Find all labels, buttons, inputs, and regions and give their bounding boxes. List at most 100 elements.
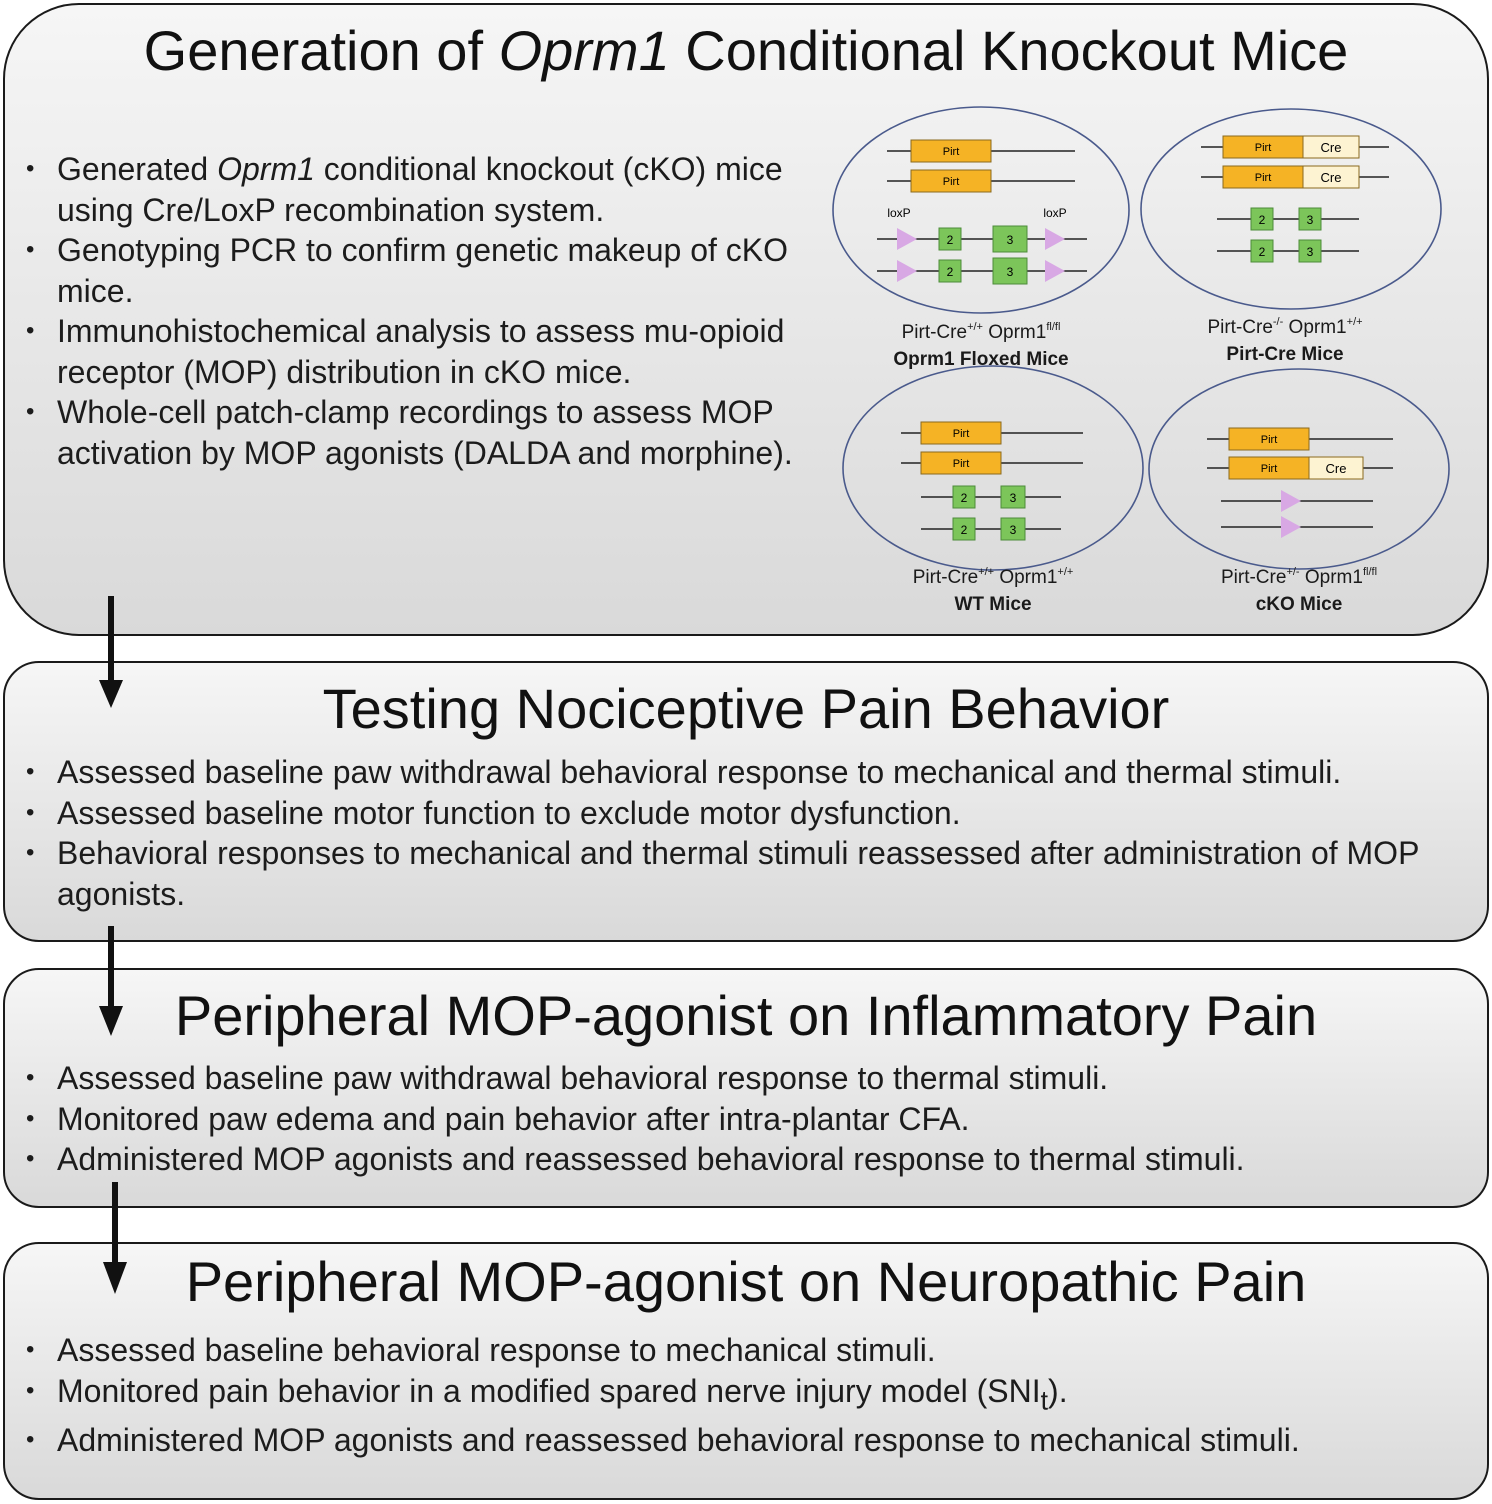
bullet-list: Generated Oprm1 conditional knockout (cK…: [10, 149, 810, 473]
bullet-item: Whole-cell patch-clamp recordings to ass…: [10, 392, 810, 473]
loxp-triangle: [1045, 260, 1065, 282]
loxp-triangle: [897, 228, 917, 250]
exon-label: 2: [947, 265, 954, 279]
exon-box: [1000, 485, 1026, 509]
exon-label: 3: [1007, 265, 1014, 279]
loxp-triangle: [1281, 516, 1301, 538]
cre-gene-label: Cre: [1326, 461, 1347, 476]
mouse-floxed: Pirt Pirt loxP loxP 2 3 2 3 Pirt-Cre+/+ …: [832, 106, 1130, 370]
exon-box: [952, 485, 976, 509]
bullet-item: Immunohistochemical analysis to assess m…: [10, 311, 810, 392]
panel-inflammatory-pain: Peripheral MOP-agonist on Inflammatory P…: [3, 968, 1489, 1208]
exon-label: 3: [1007, 233, 1014, 247]
genotype-label: Pirt-Cre+/+ Oprm1fl/fl: [902, 321, 1061, 343]
pirt-gene-box: [920, 451, 1002, 475]
exon-label: 3: [1010, 523, 1017, 537]
flow-arrow-down: [103, 1182, 127, 1294]
pirt-gene-label: Pirt: [943, 176, 960, 188]
bullet-item: Monitored pain behavior in a modified sp…: [10, 1371, 1485, 1421]
panel-title-inflammatory: Peripheral MOP-agonist on Inflammatory P…: [174, 984, 1318, 1047]
exon-label: 3: [1307, 213, 1314, 227]
exon-label: 2: [961, 523, 968, 537]
bullet-text: ).: [1048, 1372, 1068, 1409]
mouse-wt: Pirt Pirt 2 3 2 3 Pirt-Cre+/+ Oprm1+/+ W…: [842, 365, 1144, 615]
title-gene-name: Oprm1: [498, 19, 670, 82]
pirt-gene-box: [1228, 427, 1310, 451]
exon-box: [938, 259, 962, 283]
bullet-item: Administered MOP agonists and reassessed…: [10, 1139, 1485, 1180]
genotype-diagram: Pirt Pirt loxP loxP 2 3 2 3 Pirt-Cre+/+ …: [832, 106, 1450, 615]
panel-neuropathic-pain: Peripheral MOP-agonist on Neuropathic Pa…: [3, 1242, 1489, 1500]
loxp-triangle: [897, 260, 917, 282]
title-text: Conditional Knockout Mice: [669, 19, 1349, 82]
genotype-ellipse: [842, 365, 1144, 571]
pirt-gene-box: [910, 169, 992, 193]
loxp-label: loxP: [1043, 206, 1066, 220]
exon-label: 3: [1010, 491, 1017, 505]
panel-title-nociceptive: Testing Nociceptive Pain Behavior: [322, 677, 1170, 740]
pirt-gene-label: Pirt: [1261, 434, 1278, 446]
bullet-text: conditional knockout (cKO) mice using Cr…: [57, 151, 783, 228]
bullet-text: Generated: [57, 151, 218, 187]
flow-arrow-down: [99, 926, 123, 1036]
mouse-name: Oprm1 Floxed Mice: [893, 349, 1068, 370]
exon-label: 2: [1259, 213, 1266, 227]
genotype-label: Pirt-Cre-/- Oprm1+/+: [1207, 316, 1362, 338]
exon-box: [1298, 239, 1322, 263]
panel-generation-cko: Generation of Oprm1 Conditional Knockout…: [3, 3, 1489, 636]
genotype-label: Pirt-Cre+/- Oprm1fl/fl: [1221, 566, 1377, 588]
mouse-name: Pirt-Cre Mice: [1226, 344, 1343, 365]
bullet-list: Assessed baseline paw withdrawal behavio…: [10, 1058, 1485, 1180]
panel-title-neuropathic: Peripheral MOP-agonist on Neuropathic Pa…: [185, 1250, 1307, 1313]
genotype-ellipse: [832, 106, 1130, 314]
exon-label: 2: [1259, 245, 1266, 259]
pirt-gene-label: Pirt: [1255, 172, 1272, 184]
mouse-pirt-cre: Pirt Cre Pirt Cre 2 3 2 3 Pirt-Cre-/- Op…: [1140, 108, 1442, 365]
exon-box: [1298, 207, 1322, 231]
exon-box: [1250, 239, 1274, 263]
pirt-gene-label: Pirt: [1261, 463, 1278, 475]
pirt-gene-label: Pirt: [953, 428, 970, 440]
bullet-text: Monitored pain behavior in a modified sp…: [57, 1372, 1041, 1409]
loxp-triangle: [1281, 490, 1301, 512]
bullet-item: Genotyping PCR to confirm genetic makeup…: [10, 230, 810, 311]
exon-box: [938, 227, 962, 251]
exon-box: [992, 225, 1028, 253]
mouse-name: cKO Mice: [1256, 594, 1343, 615]
pirt-gene-label: Pirt: [953, 458, 970, 470]
panel-title-generation: Generation of Oprm1 Conditional Knockout…: [5, 19, 1487, 83]
pirt-gene-label: Pirt: [1255, 142, 1272, 154]
genotype-ellipse: [1148, 368, 1450, 570]
exon-box: [1250, 207, 1274, 231]
bullet-item: Assessed baseline behavioral response to…: [10, 1330, 1485, 1371]
genotype-label: Pirt-Cre+/+ Oprm1+/+: [913, 566, 1074, 588]
bullet-item: Assessed baseline paw withdrawal behavio…: [10, 752, 1485, 793]
cre-gene-box: [1302, 135, 1360, 159]
bullet-list: Assessed baseline paw withdrawal behavio…: [10, 752, 1485, 914]
exon-label: 2: [961, 491, 968, 505]
bullet-item: Administered MOP agonists and reassessed…: [10, 1420, 1485, 1461]
bullet-item: Monitored paw edema and pain behavior af…: [10, 1099, 1485, 1140]
cre-gene-label: Cre: [1321, 170, 1342, 185]
loxp-triangle: [1045, 228, 1065, 250]
pirt-gene-box: [910, 139, 992, 163]
exon-box: [992, 257, 1028, 285]
flow-arrow-down: [99, 596, 123, 708]
bullet-subscript: t: [1040, 1384, 1049, 1415]
bullet-list: Assessed baseline behavioral response to…: [10, 1330, 1485, 1461]
mouse-cko: Pirt Pirt Cre Pirt-Cre+/- Oprm1fl/fl cKO…: [1148, 368, 1450, 615]
exon-box: [952, 517, 976, 541]
cre-gene-box: [1302, 165, 1360, 189]
exon-label: 3: [1307, 245, 1314, 259]
bullet-item: Assessed baseline motor function to excl…: [10, 793, 1485, 834]
pirt-gene-label: Pirt: [943, 146, 960, 158]
pirt-gene-box: [920, 421, 1002, 445]
exon-box: [1000, 517, 1026, 541]
genotype-ellipse: [1140, 108, 1442, 310]
cre-gene-box: [1308, 456, 1364, 480]
exon-label: 2: [947, 233, 954, 247]
bullet-gene-name: Oprm1: [217, 151, 315, 187]
panel-nociceptive-pain: Testing Nociceptive Pain Behavior Assess…: [3, 661, 1489, 942]
bullet-item: Behavioral responses to mechanical and t…: [10, 833, 1485, 914]
loxp-label: loxP: [887, 206, 910, 220]
